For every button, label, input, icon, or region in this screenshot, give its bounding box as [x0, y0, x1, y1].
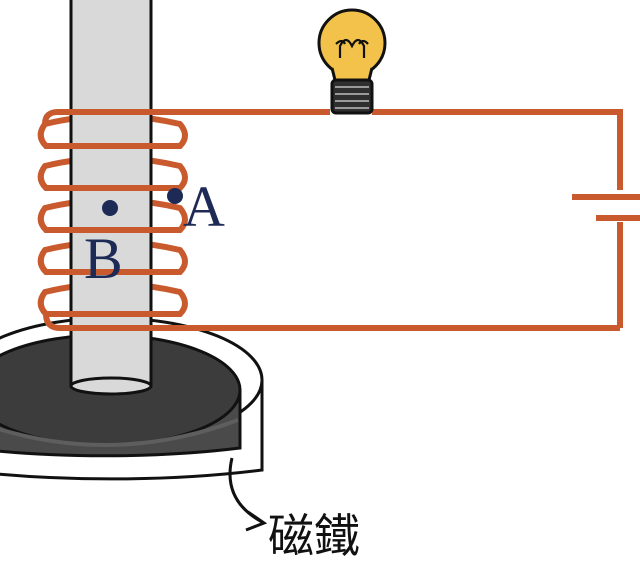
bulb-base [330, 78, 374, 115]
circuit-wire [372, 109, 623, 328]
rod-bottom [69, 376, 153, 396]
battery-icon [572, 194, 640, 221]
light-bulb-icon [317, 8, 387, 115]
coil-front [37, 109, 620, 331]
bulb-filament [335, 38, 369, 58]
point-b-label: B [84, 226, 123, 291]
bulb-base-threads [335, 86, 369, 109]
bulb-neck [330, 67, 374, 82]
rod-body [69, 0, 153, 388]
arrow-icon [228, 457, 268, 532]
bulb-glass [317, 8, 387, 78]
point-a-label: A [183, 174, 225, 239]
rod [69, 0, 153, 396]
magnet-side-highlight [0, 418, 239, 447]
point-a-dot [167, 188, 183, 204]
magnet-label: 磁鐵 [268, 511, 360, 562]
point-b-dot [102, 200, 118, 216]
